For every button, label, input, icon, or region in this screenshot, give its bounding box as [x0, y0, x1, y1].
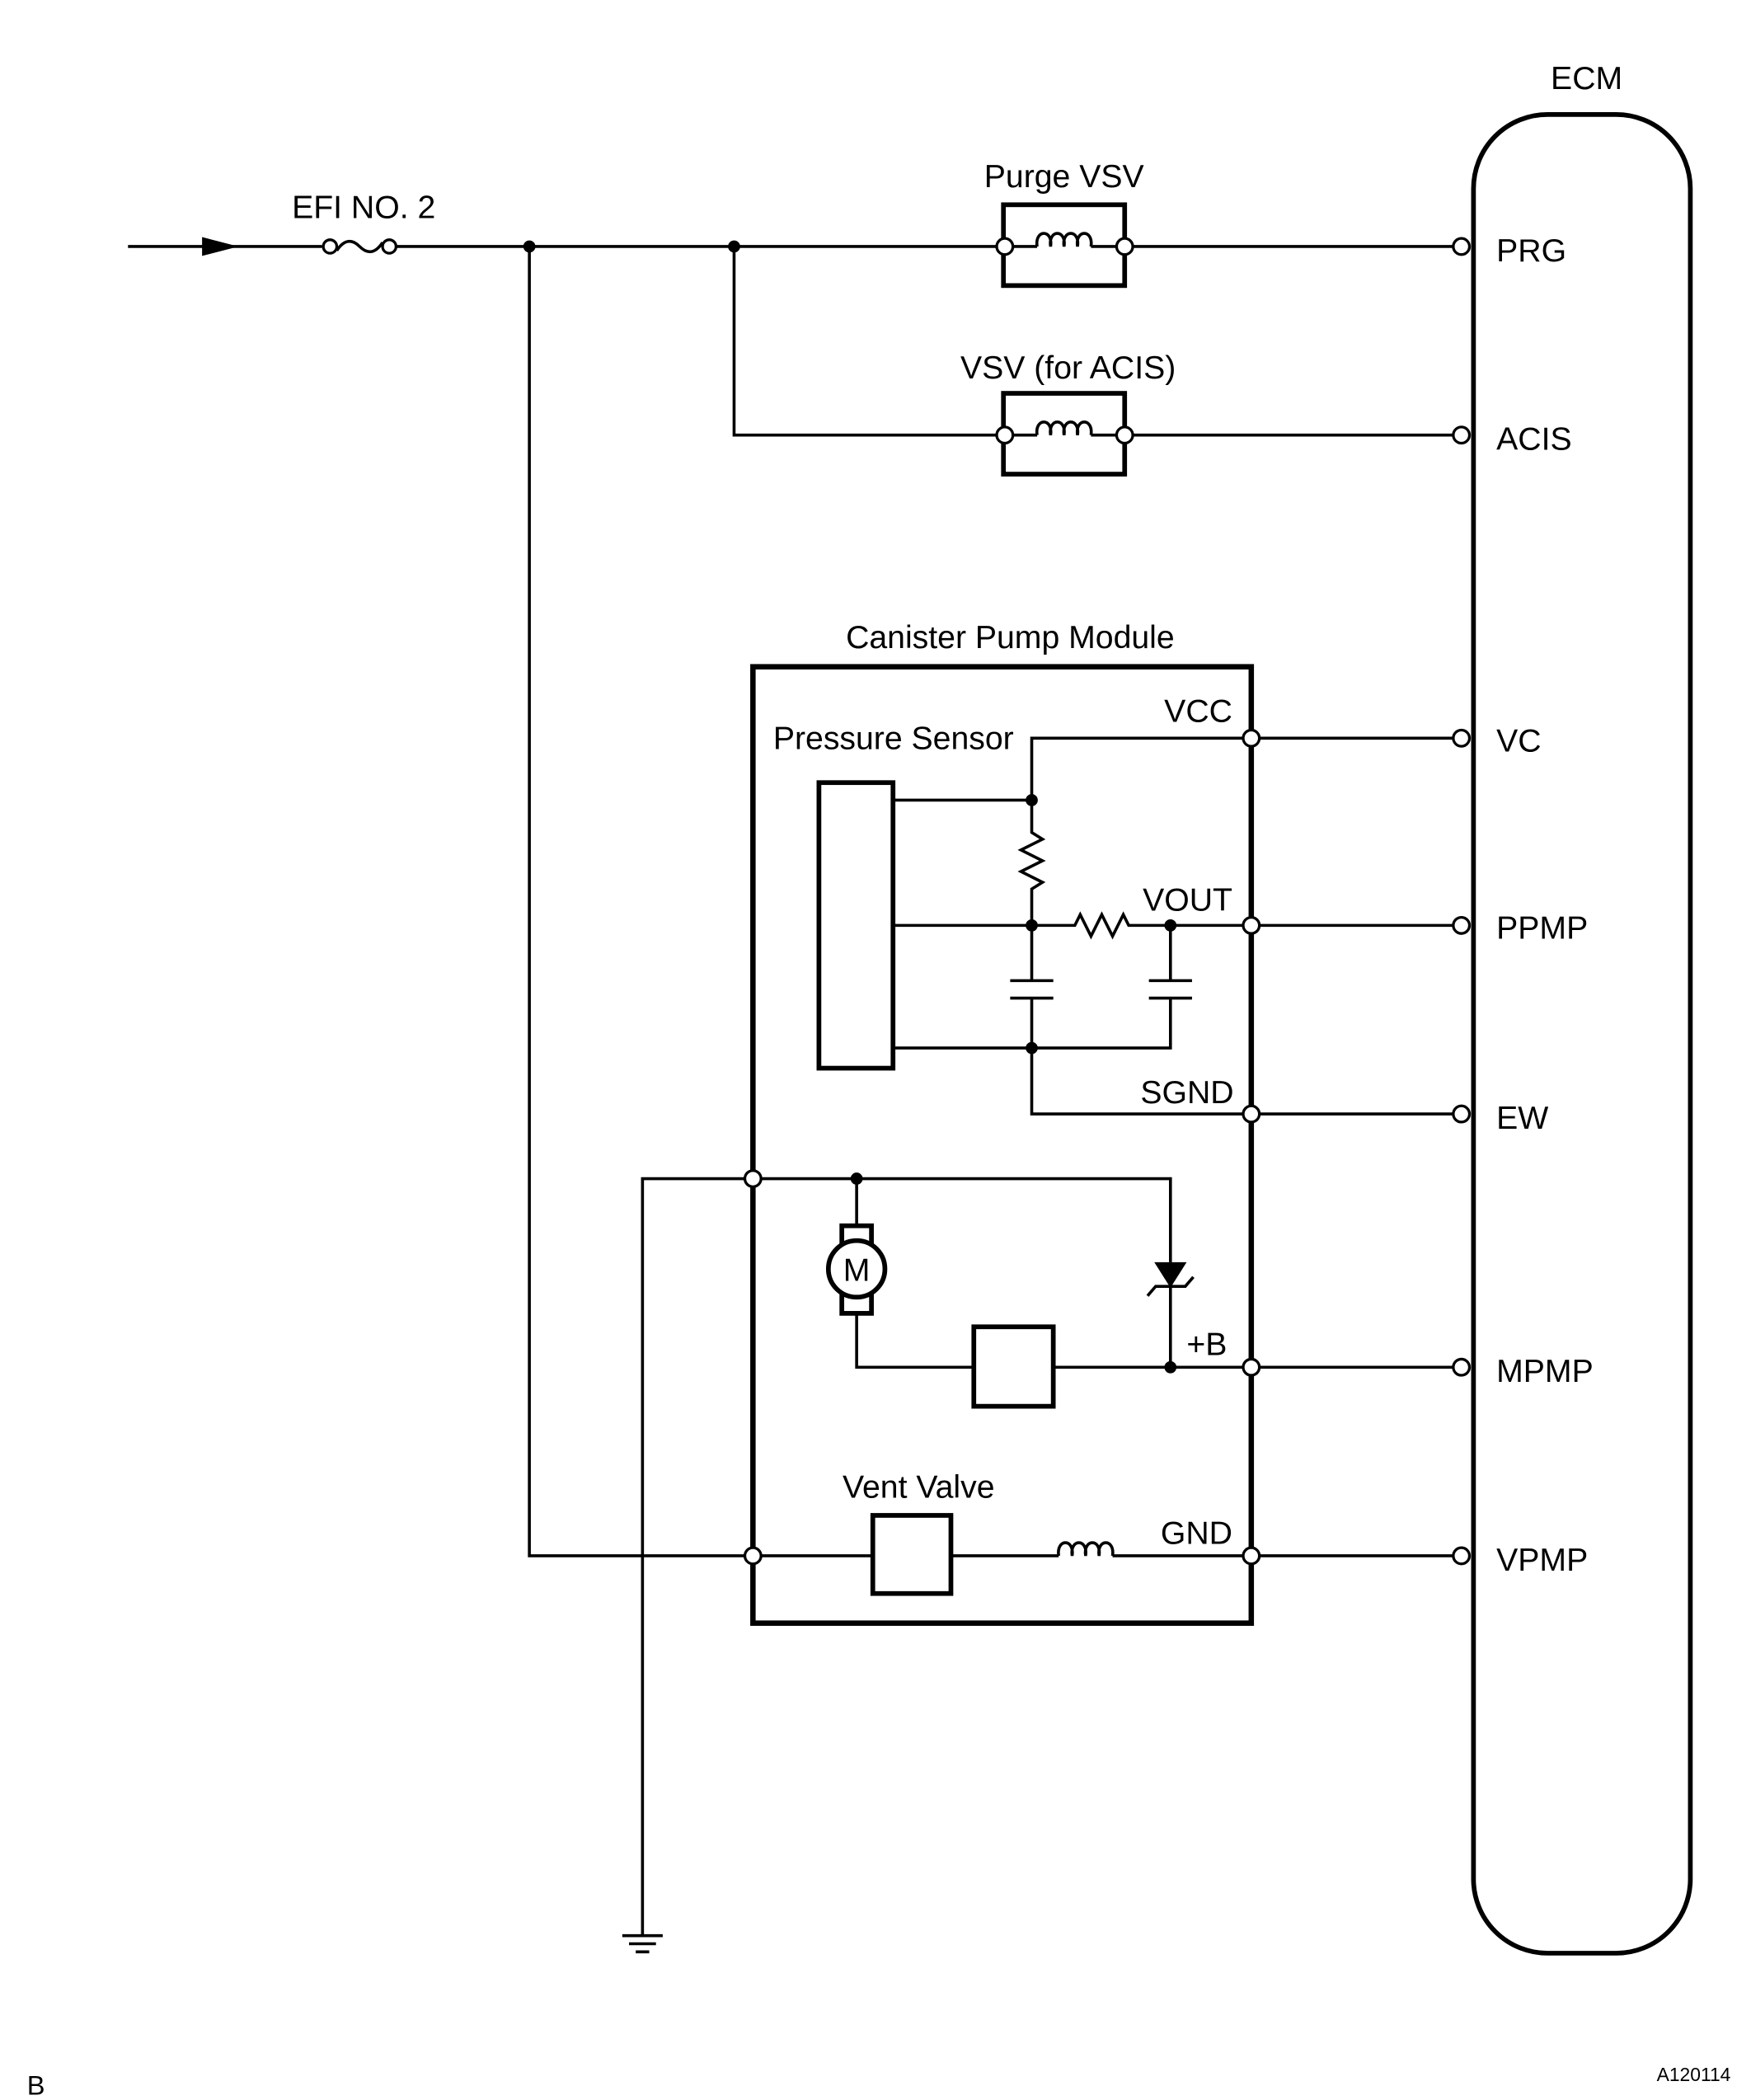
- fuse-terminal-right: [381, 238, 398, 255]
- coil-icon: [1057, 1541, 1115, 1557]
- acis-vsv: VSV (for ACIS): [960, 350, 1453, 477]
- wire-motor-bottom: [855, 1313, 974, 1369]
- acis-vsv-terminal-left: [995, 425, 1015, 445]
- module-terminal-power: [743, 1546, 763, 1566]
- ecm-pin-mpmp: [1452, 1357, 1472, 1377]
- ecm-pin-ppmp: [1452, 915, 1472, 935]
- wire-sgnd: [1030, 1048, 1244, 1116]
- figure-code: A120114: [1657, 2064, 1731, 2085]
- wire-acis-branch: [732, 246, 998, 437]
- fuse-terminal-left: [322, 238, 339, 255]
- terminal-label-plus-b: +B: [1186, 1327, 1227, 1363]
- coil-icon: [1035, 232, 1093, 247]
- coil-icon: [1035, 420, 1093, 435]
- ecm-pin-vc: [1452, 728, 1472, 748]
- ecm-pin-label-ppmp: PPMP: [1496, 911, 1588, 947]
- capacitor-icon: [893, 925, 1192, 1050]
- module-terminal-vcc: [1242, 728, 1261, 748]
- pressure-sensor-label: Pressure Sensor: [773, 721, 1014, 756]
- module-terminal-sgnd: [1242, 1104, 1261, 1124]
- capacitor-icon: [1010, 925, 1054, 1049]
- purge-vsv: Purge VSV: [984, 159, 1453, 289]
- motor-icon: [825, 1238, 888, 1300]
- ecm-outline: [1471, 112, 1693, 1956]
- module-terminal-ground: [743, 1169, 763, 1188]
- motor-driver-block: [971, 1324, 1056, 1409]
- ecm-pin-vpmp: [1452, 1546, 1472, 1566]
- module-terminal-vout: [1242, 915, 1261, 935]
- junction-dot: [1026, 1041, 1038, 1055]
- purge-vsv-terminal-left: [995, 237, 1015, 256]
- canister-pump-module: Canister Pump Module Pressure Sensor: [641, 620, 1261, 1936]
- fuse-icon: [336, 239, 384, 253]
- terminal-label-sgnd: SGND: [1140, 1075, 1233, 1111]
- resistor-icon: [1031, 911, 1244, 940]
- terminal-label-vcc: VCC: [1164, 694, 1232, 730]
- ecm-label: ECM: [1551, 61, 1622, 96]
- pressure-sensor-element: [816, 780, 896, 1071]
- ecm-pin-label-mpmp: MPMP: [1496, 1354, 1594, 1389]
- ecm-pin-ew: [1452, 1104, 1472, 1124]
- ecm-pin-prg: [1452, 237, 1472, 256]
- power-feed: EFI NO. 2: [128, 190, 998, 1557]
- module-terminal-gnd: [1242, 1546, 1261, 1566]
- zener-diode-icon: [1154, 1261, 1187, 1288]
- pump-motor-circuit: M: [641, 1172, 1244, 1936]
- wire-ground-feed: [641, 1177, 745, 1936]
- ecm-pin-label-vpmp: VPMP: [1496, 1543, 1588, 1578]
- terminal-label-vout: VOUT: [1143, 882, 1232, 918]
- ecm-pin-label-vc: VC: [1496, 724, 1541, 759]
- arrow-icon: [202, 237, 239, 256]
- purge-vsv-terminal-right: [1115, 237, 1134, 256]
- ecm: ECM PRG ACIS VC PPMP EW MPMP VPMP: [1452, 61, 1693, 1956]
- resistor-icon: [1017, 800, 1046, 926]
- canister-pump-module-label: Canister Pump Module: [846, 620, 1175, 655]
- module-terminal-plus-b: [1242, 1357, 1261, 1377]
- motor-symbol: M: [843, 1253, 871, 1289]
- terminal-label-gnd: GND: [1161, 1515, 1232, 1551]
- acis-vsv-label: VSV (for ACIS): [960, 350, 1176, 386]
- vent-valve-body: [870, 1513, 954, 1596]
- ecm-pin-label-prg: PRG: [1496, 233, 1566, 269]
- pressure-sensor: Pressure Sensor: [773, 721, 1244, 1116]
- corner-mark: B: [27, 2069, 45, 2100]
- module-to-ecm-wiring: [1259, 736, 1453, 1557]
- vent-valve-label: Vent Valve: [843, 1470, 994, 1506]
- fuse-label: EFI NO. 2: [292, 190, 435, 226]
- ecm-pin-label-ew: EW: [1496, 1101, 1548, 1136]
- acis-vsv-terminal-right: [1115, 425, 1134, 445]
- wire-main-vertical: [528, 246, 745, 1557]
- purge-vsv-label: Purge VSV: [984, 159, 1144, 195]
- wire-vcc: [1030, 736, 1244, 801]
- ecm-pin-acis: [1452, 425, 1472, 445]
- vent-valve: Vent Valve: [761, 1470, 1244, 1596]
- ground-icon: [622, 1933, 663, 1954]
- wire-motor-supply: [761, 1177, 1172, 1262]
- canister-pump-module-outline: [750, 664, 1255, 1626]
- ecm-pin-label-acis: ACIS: [1496, 422, 1571, 458]
